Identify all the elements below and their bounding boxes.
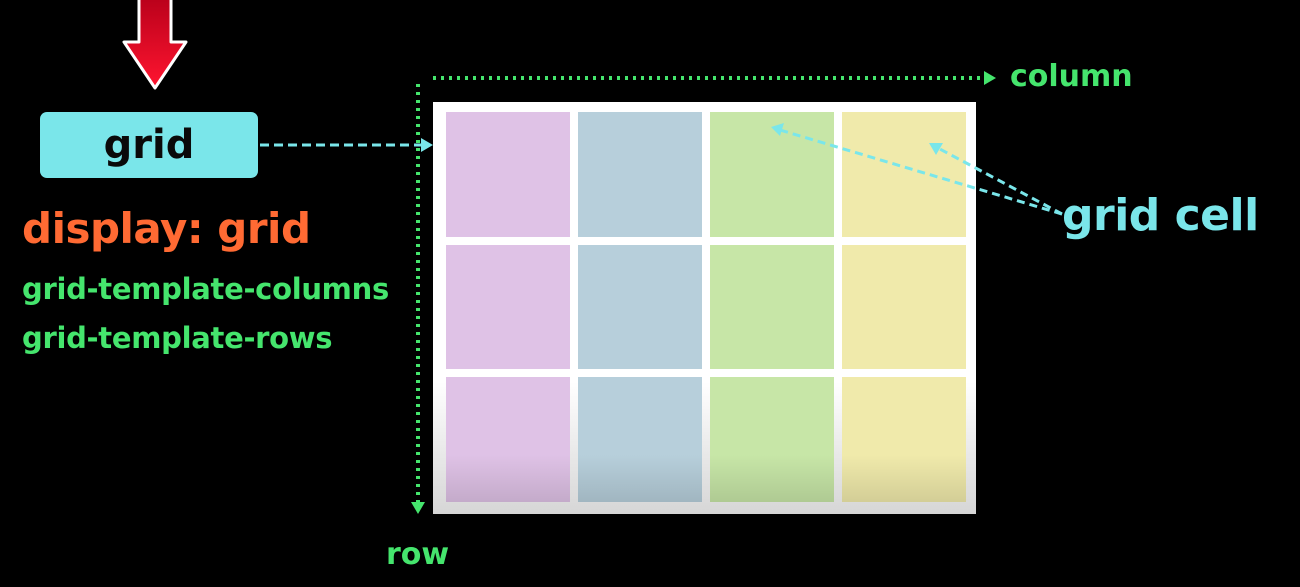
connector-arrow <box>260 138 433 152</box>
grid-cell <box>710 112 834 237</box>
down-arrow-icon <box>122 0 188 90</box>
grid-container <box>433 102 976 514</box>
display-grid-text: display: grid <box>22 204 311 253</box>
grid-cell <box>842 244 966 370</box>
row-axis-arrow <box>411 84 425 514</box>
grid-cell <box>446 377 570 502</box>
grid-template-columns-text: grid-template-columns <box>22 272 389 306</box>
grid-cell <box>578 377 702 502</box>
grid-box-text: grid <box>103 122 195 168</box>
grid-cell <box>578 112 702 237</box>
grid-cell <box>578 244 702 370</box>
column-label: column <box>1010 59 1133 94</box>
grid-cell <box>446 112 570 237</box>
grid-cell <box>842 377 966 502</box>
grid-container-label: grid <box>40 112 258 178</box>
grid-cell-pointer <box>771 123 1063 216</box>
grid-cell <box>446 244 570 370</box>
grid-cell <box>710 244 834 370</box>
grid-cell-label: grid cell <box>1062 190 1259 241</box>
grid-cell <box>842 112 966 237</box>
column-axis-arrow <box>433 71 996 85</box>
grid-cell <box>710 377 834 502</box>
grid-template-rows-text: grid-template-rows <box>22 321 333 355</box>
row-label: row <box>386 537 450 572</box>
